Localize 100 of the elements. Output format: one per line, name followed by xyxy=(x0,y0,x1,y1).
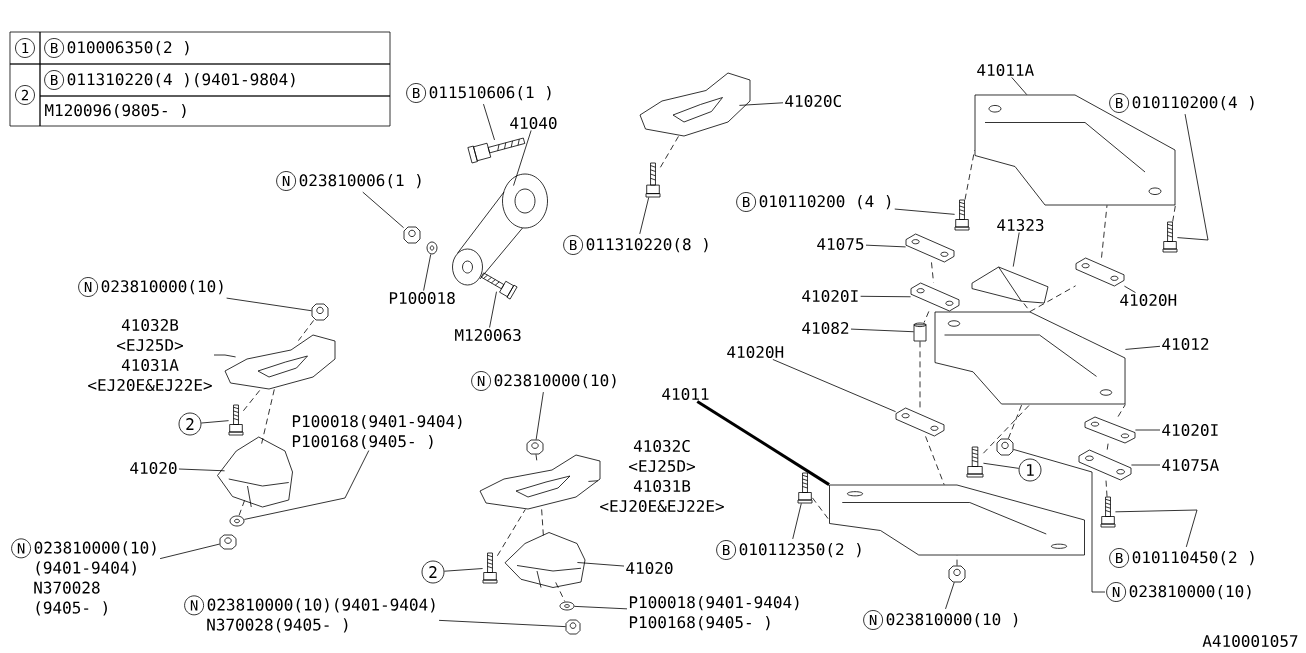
assembly-line xyxy=(931,262,934,283)
leader-line xyxy=(178,468,225,472)
bolt-drawing xyxy=(467,137,526,164)
callout-number: 2 xyxy=(178,412,202,436)
bracket-drawing xyxy=(479,454,601,510)
part-number: 41020H xyxy=(1120,293,1177,307)
leader-line xyxy=(362,191,404,229)
leader-line xyxy=(1135,429,1161,431)
bolt-drawing xyxy=(954,199,970,231)
table-cell: 1 xyxy=(9,31,41,65)
part-number: B 011310220(8 ) xyxy=(563,235,708,255)
assembly-line xyxy=(1029,285,1076,312)
leader-line xyxy=(1011,77,1028,95)
drawing-number: A410001057 xyxy=(1202,634,1298,648)
part-number: 41020H xyxy=(727,345,784,359)
leader-line xyxy=(200,420,229,424)
part-number: N 023810000(10) xyxy=(78,277,223,297)
leader-line xyxy=(588,480,599,482)
bolt-drawing xyxy=(1100,496,1116,528)
assembly-line xyxy=(660,136,679,168)
part-number: B 011510606(1 ) xyxy=(406,83,551,103)
leader-line xyxy=(865,244,906,248)
bolt-drawing xyxy=(228,404,244,436)
leader-line xyxy=(1124,285,1136,293)
mount-drawing xyxy=(504,532,586,588)
leader-line xyxy=(696,400,830,486)
washer-drawing xyxy=(559,601,575,611)
assembly-line xyxy=(964,149,975,200)
assembly-line xyxy=(1105,480,1108,497)
leader-line xyxy=(423,254,432,291)
part-number: B 010112350(2 ) xyxy=(716,540,861,560)
callout-number: 2 xyxy=(421,560,445,584)
pad-drawing xyxy=(971,266,1049,304)
part-number: 41082 xyxy=(802,321,849,335)
part-number: P100018(9401-9404) P100168(9405- ) xyxy=(629,595,799,631)
part-number: 41323 xyxy=(997,218,1044,232)
spacer-drawing xyxy=(913,322,927,342)
bracket-drawing xyxy=(224,334,336,390)
bolt-drawing xyxy=(966,446,984,478)
part-number: N 023810000(10) (9401-9404) N370028 (9405- ) xyxy=(11,538,156,616)
part-number: B 010110450(2 ) xyxy=(1109,548,1254,568)
leader-line xyxy=(639,197,650,235)
leader-line xyxy=(1177,113,1209,241)
leader-line xyxy=(983,462,1020,469)
plate-drawing xyxy=(910,282,960,312)
part-number: P100018(9401-9404) P100168(9405- ) xyxy=(292,414,462,450)
assembly-line xyxy=(1106,443,1109,450)
leader-line xyxy=(444,568,483,572)
assembly-line xyxy=(541,509,544,538)
plate-drawing xyxy=(1084,416,1136,444)
leader-line xyxy=(226,297,312,312)
part-number: N 023810000(10) xyxy=(471,371,616,391)
leader-line xyxy=(213,354,236,358)
leader-line xyxy=(792,503,802,540)
leader-line xyxy=(850,328,914,333)
assembly-line xyxy=(497,509,526,557)
assembly-line xyxy=(238,500,245,516)
leader-line xyxy=(894,208,955,215)
leader-line xyxy=(159,543,220,560)
washer-drawing xyxy=(229,515,245,527)
part-number: N 023810000(10)(9401-9404) N370028(9405- ) xyxy=(184,595,435,633)
assembly-line xyxy=(298,320,315,341)
leader-line xyxy=(772,359,896,413)
plate-drawing xyxy=(905,233,955,263)
leader-line xyxy=(577,562,625,567)
nut-drawing xyxy=(403,226,421,244)
leader-line xyxy=(438,619,566,628)
leader-line xyxy=(574,605,628,610)
table-cell: B 011310220(4 )(9401-9804) xyxy=(39,63,391,97)
assembly-line xyxy=(555,582,566,602)
bolt-drawing xyxy=(1162,221,1178,253)
leader-line xyxy=(1115,509,1198,548)
plate-drawing xyxy=(1075,257,1125,287)
leader-line xyxy=(860,295,911,298)
assembly-line xyxy=(956,555,958,566)
assembly-line xyxy=(812,497,830,521)
assembly-line xyxy=(1007,404,1023,439)
leader-line xyxy=(535,391,544,440)
assembly-line xyxy=(923,311,930,323)
part-number: B 010110200(4 ) xyxy=(1109,93,1254,113)
part-number: 41012 xyxy=(1162,337,1209,351)
bracket-drawing xyxy=(639,72,751,137)
leader-line xyxy=(483,103,495,141)
bolt-drawing xyxy=(797,472,813,504)
plate-drawing xyxy=(895,407,945,437)
mount-drawing xyxy=(217,436,293,508)
leader-line xyxy=(1131,464,1161,466)
part-number: 41075 xyxy=(817,237,864,251)
bolt-drawing xyxy=(480,272,518,300)
part-number: N 023810006(1 ) xyxy=(276,171,421,191)
nut-drawing xyxy=(219,534,237,550)
leader-line xyxy=(1012,232,1020,267)
part-number: N 023810000(10) xyxy=(1106,582,1251,602)
part-number: 41020I xyxy=(802,289,858,303)
part-number: M120063 xyxy=(455,328,521,342)
part-number: 41020 xyxy=(130,461,177,475)
assembly-line xyxy=(1117,404,1126,417)
callout-number: 1 xyxy=(1018,458,1042,482)
part-number: B 010110200 (4 ) xyxy=(736,192,891,212)
assembly-line xyxy=(925,436,945,485)
